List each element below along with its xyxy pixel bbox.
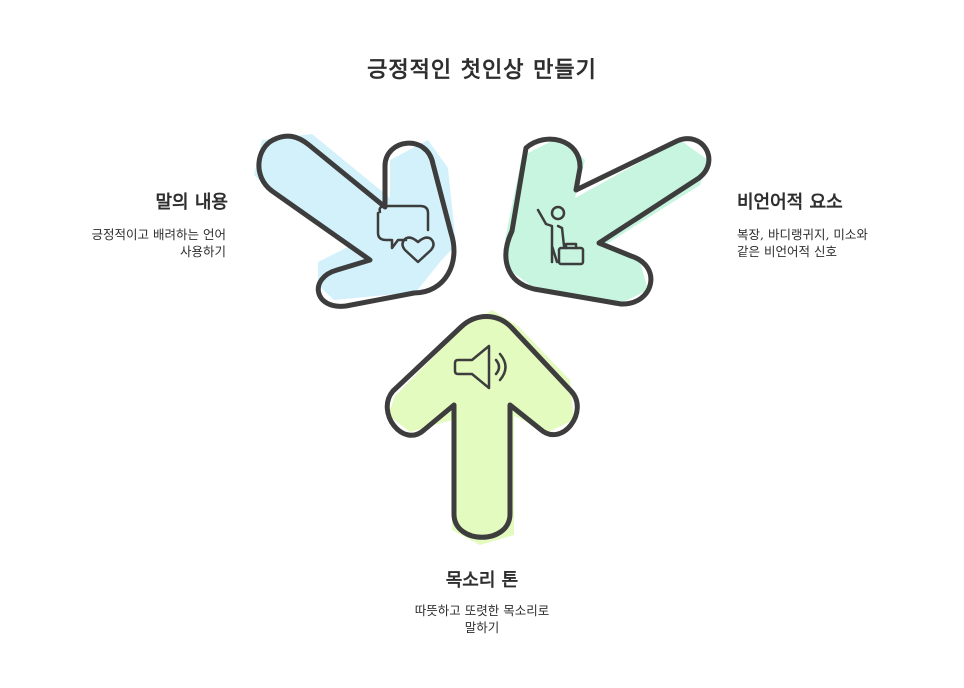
- right-arrow: [503, 136, 712, 307]
- left-arrow: [254, 133, 457, 309]
- right-desc-line-1: 복장, 바디랭귀지, 미소와: [737, 227, 868, 242]
- left-desc-line-2: 사용하기: [179, 244, 226, 259]
- bottom-arrow-outline: [384, 314, 580, 540]
- diagram-title: 긍정적인 첫인상 만들기: [367, 57, 597, 83]
- bottom-arrow: [384, 310, 580, 545]
- left-section-description: 긍정적이고 배려하는 언어 사용하기: [26, 226, 226, 260]
- bottom-section-description: 따뜻하고 또렷한 목소리로 말하기: [382, 602, 582, 636]
- right-desc-line-2: 같은 비언어적 신호: [737, 244, 837, 259]
- right-section-description: 복장, 바디랭귀지, 미소와 같은 비언어적 신호: [737, 226, 937, 260]
- bottom-desc-line-1: 따뜻하고 또렷한 목소리로: [414, 603, 550, 618]
- right-section-heading: 비언어적 요소: [737, 192, 843, 213]
- person-briefcase-icon: [536, 205, 585, 266]
- speech-heart-icon: [376, 204, 435, 264]
- left-arrow-fill: [254, 134, 456, 300]
- right-arrow-outline: [503, 136, 712, 307]
- bottom-section-heading: 목소리 톤: [445, 570, 519, 591]
- bottom-desc-line-2: 말하기: [464, 620, 500, 635]
- speaker-icon: [453, 344, 507, 390]
- bottom-arrow-fill: [388, 310, 574, 545]
- left-desc-line-1: 긍정적이고 배려하는 언어: [91, 227, 226, 242]
- left-section-heading: 말의 내용: [155, 192, 228, 213]
- right-arrow-fill: [505, 137, 708, 306]
- left-arrow-outline: [256, 133, 457, 309]
